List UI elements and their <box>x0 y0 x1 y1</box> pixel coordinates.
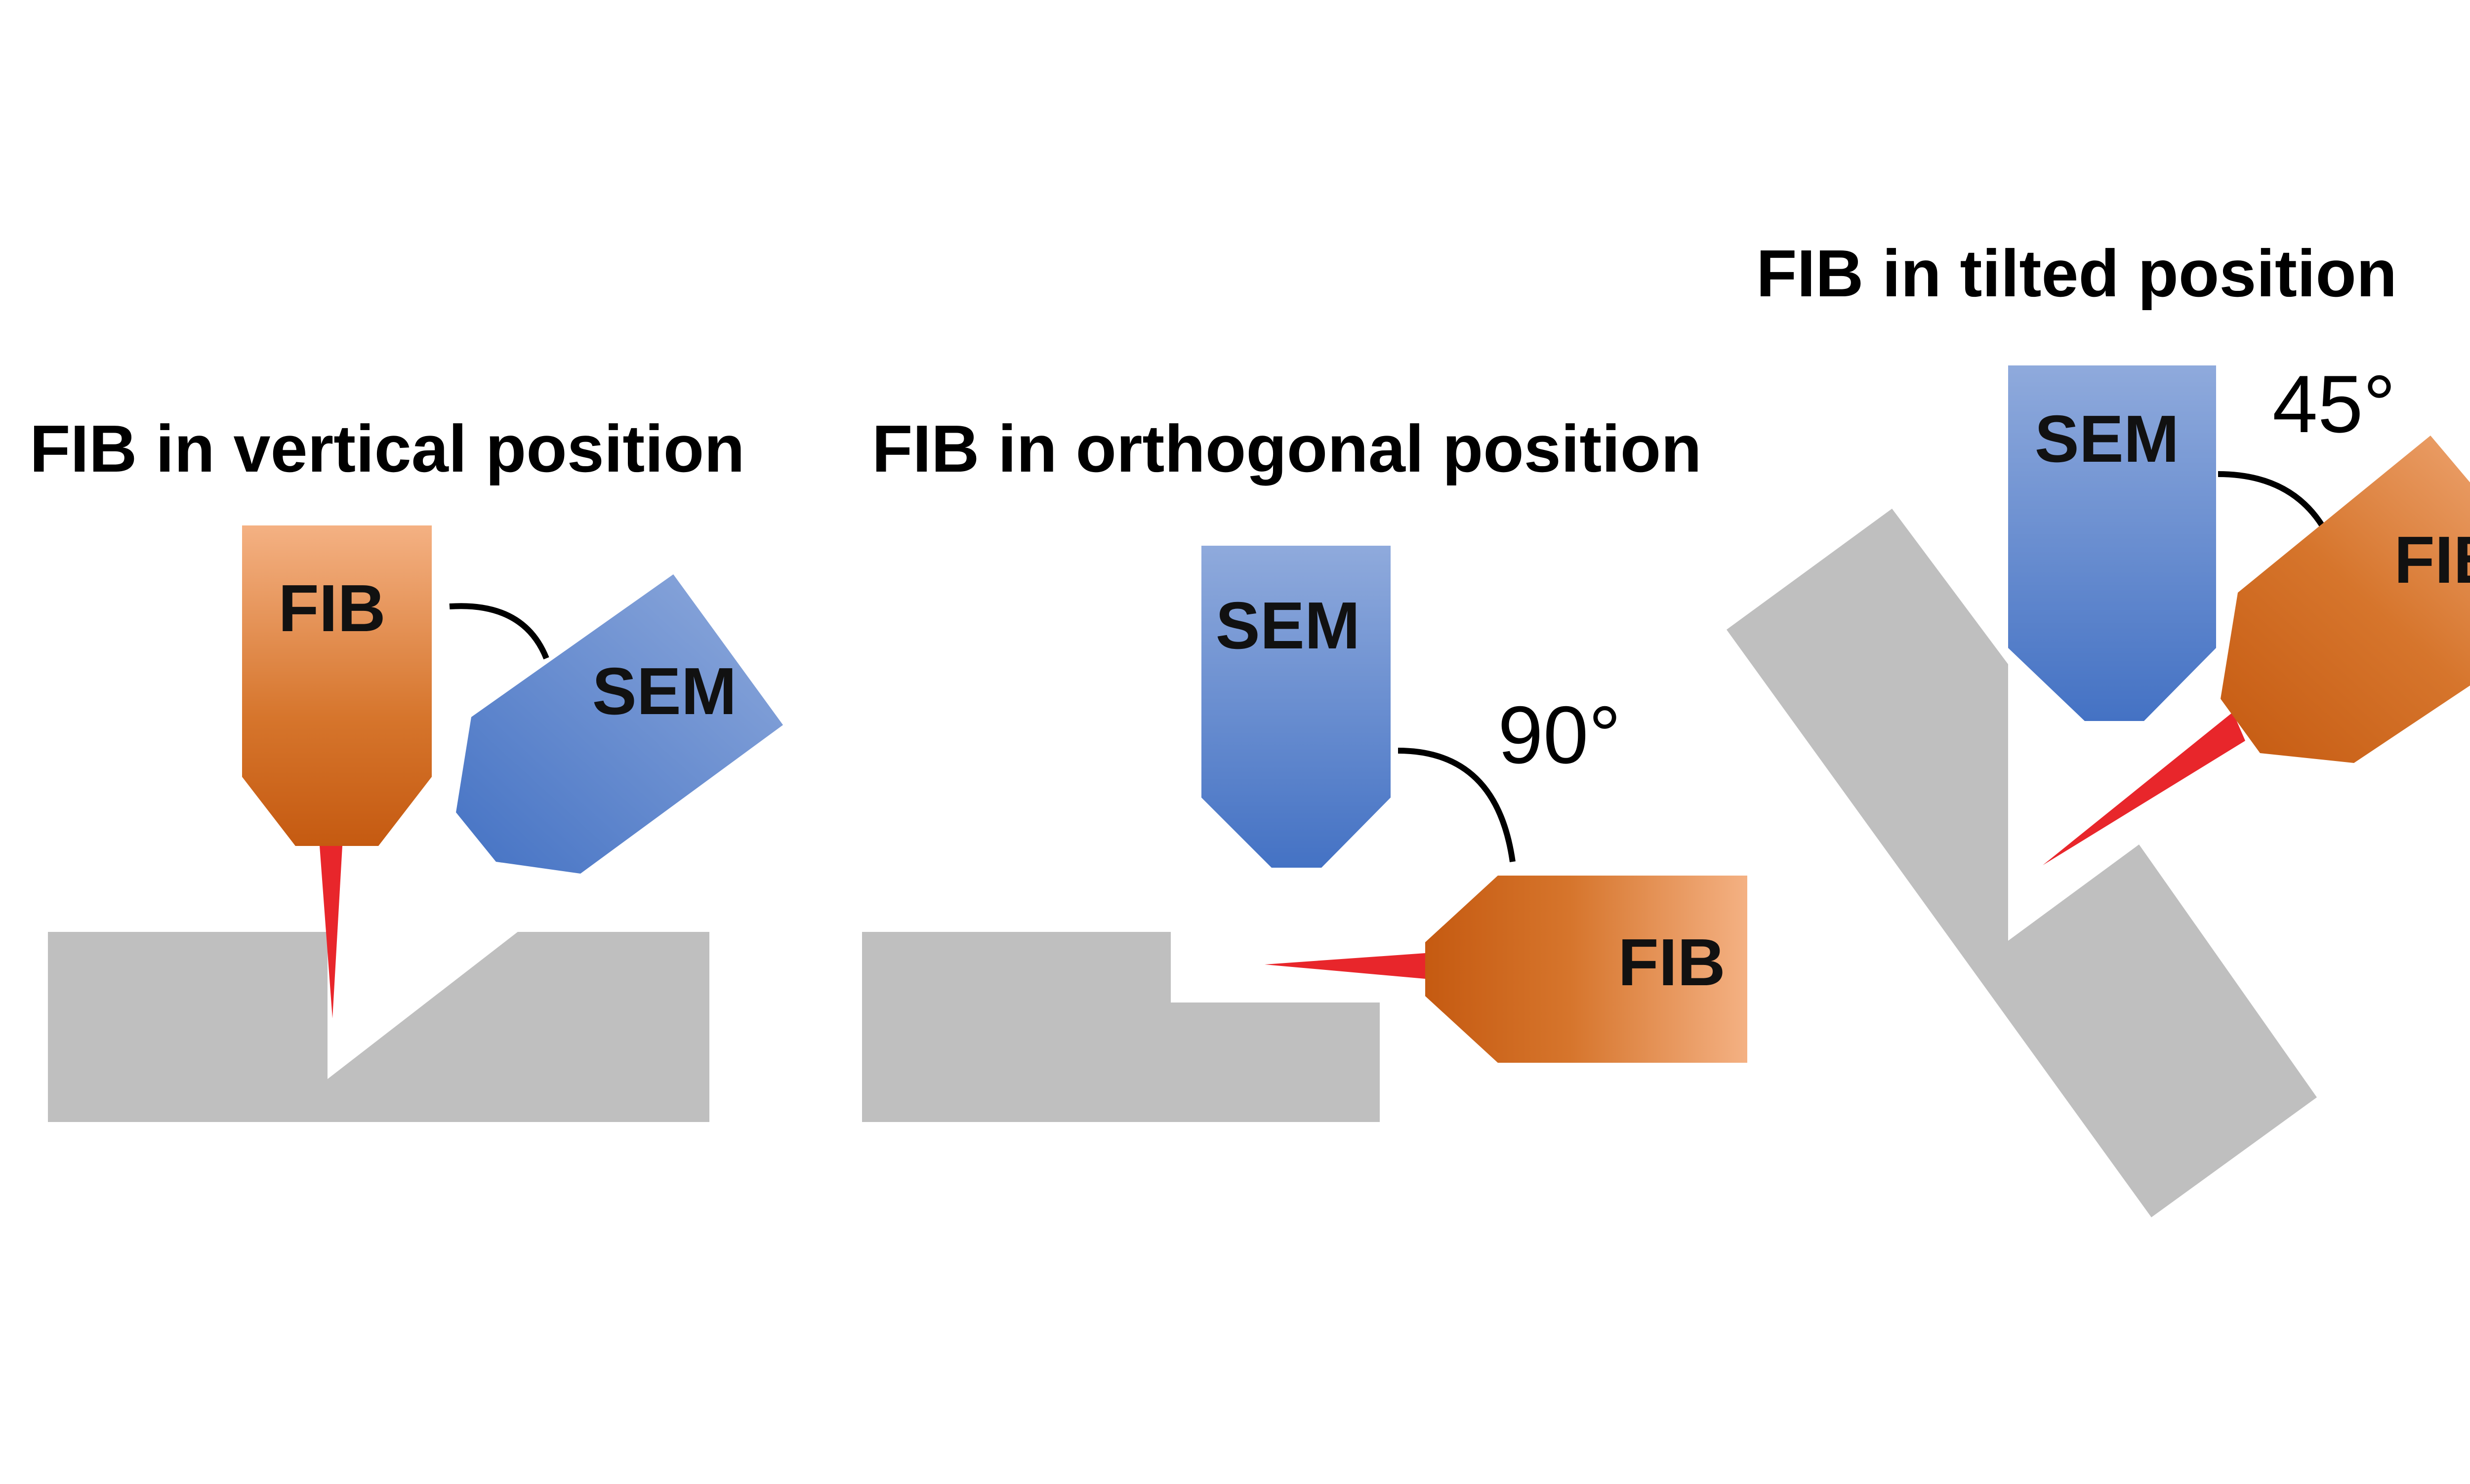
angle-label-orthogonal: 90° <box>1498 689 1621 780</box>
sem-label-vertical: SEM <box>592 654 737 728</box>
panel-tilted-title: FIB in tilted position <box>1756 236 2397 311</box>
sample-block-tilted <box>1727 509 2317 1217</box>
fib-column-vertical <box>242 525 432 846</box>
sem-label-orthogonal: SEM <box>1216 588 1360 663</box>
panel-orthogonal-title: FIB in orthogonal position <box>872 411 1702 486</box>
angle-arc-vertical <box>449 603 549 660</box>
panel-vertical: FIB in vertical position FIB SEM <box>30 411 783 1122</box>
panel-orthogonal: FIB in orthogonal position SEM 90° FIB <box>862 411 1747 1122</box>
fib-column-tilted <box>2221 436 2470 763</box>
fib-beam-vertical <box>320 846 342 1018</box>
angle-arc-orthogonal <box>1398 748 1516 862</box>
panel-vertical-title: FIB in vertical position <box>30 411 745 486</box>
sem-column-tilted <box>2008 365 2216 721</box>
angle-arc-tilted <box>2218 471 2330 535</box>
fib-beam-tilted <box>2043 712 2245 865</box>
angle-label-tilted: 45° <box>2272 359 2396 449</box>
sample-block-orthogonal <box>862 932 1380 1122</box>
fib-label-tilted: FIB <box>2394 522 2470 597</box>
sample-block-vertical <box>48 932 709 1122</box>
sem-column-tilted-vertical-panel <box>456 574 783 874</box>
sem-label-tilted: SEM <box>2035 401 2180 476</box>
fib-label-vertical: FIB <box>278 571 385 645</box>
fib-label-orthogonal: FIB <box>1618 925 1725 1000</box>
sem-column-orthogonal <box>1201 546 1391 868</box>
fib-column-orthogonal <box>1425 876 1747 1063</box>
fib-beam-orthogonal <box>1265 953 1425 979</box>
panel-tilted: FIB in tilted position SEM 45° FIB <box>1727 236 2470 1217</box>
